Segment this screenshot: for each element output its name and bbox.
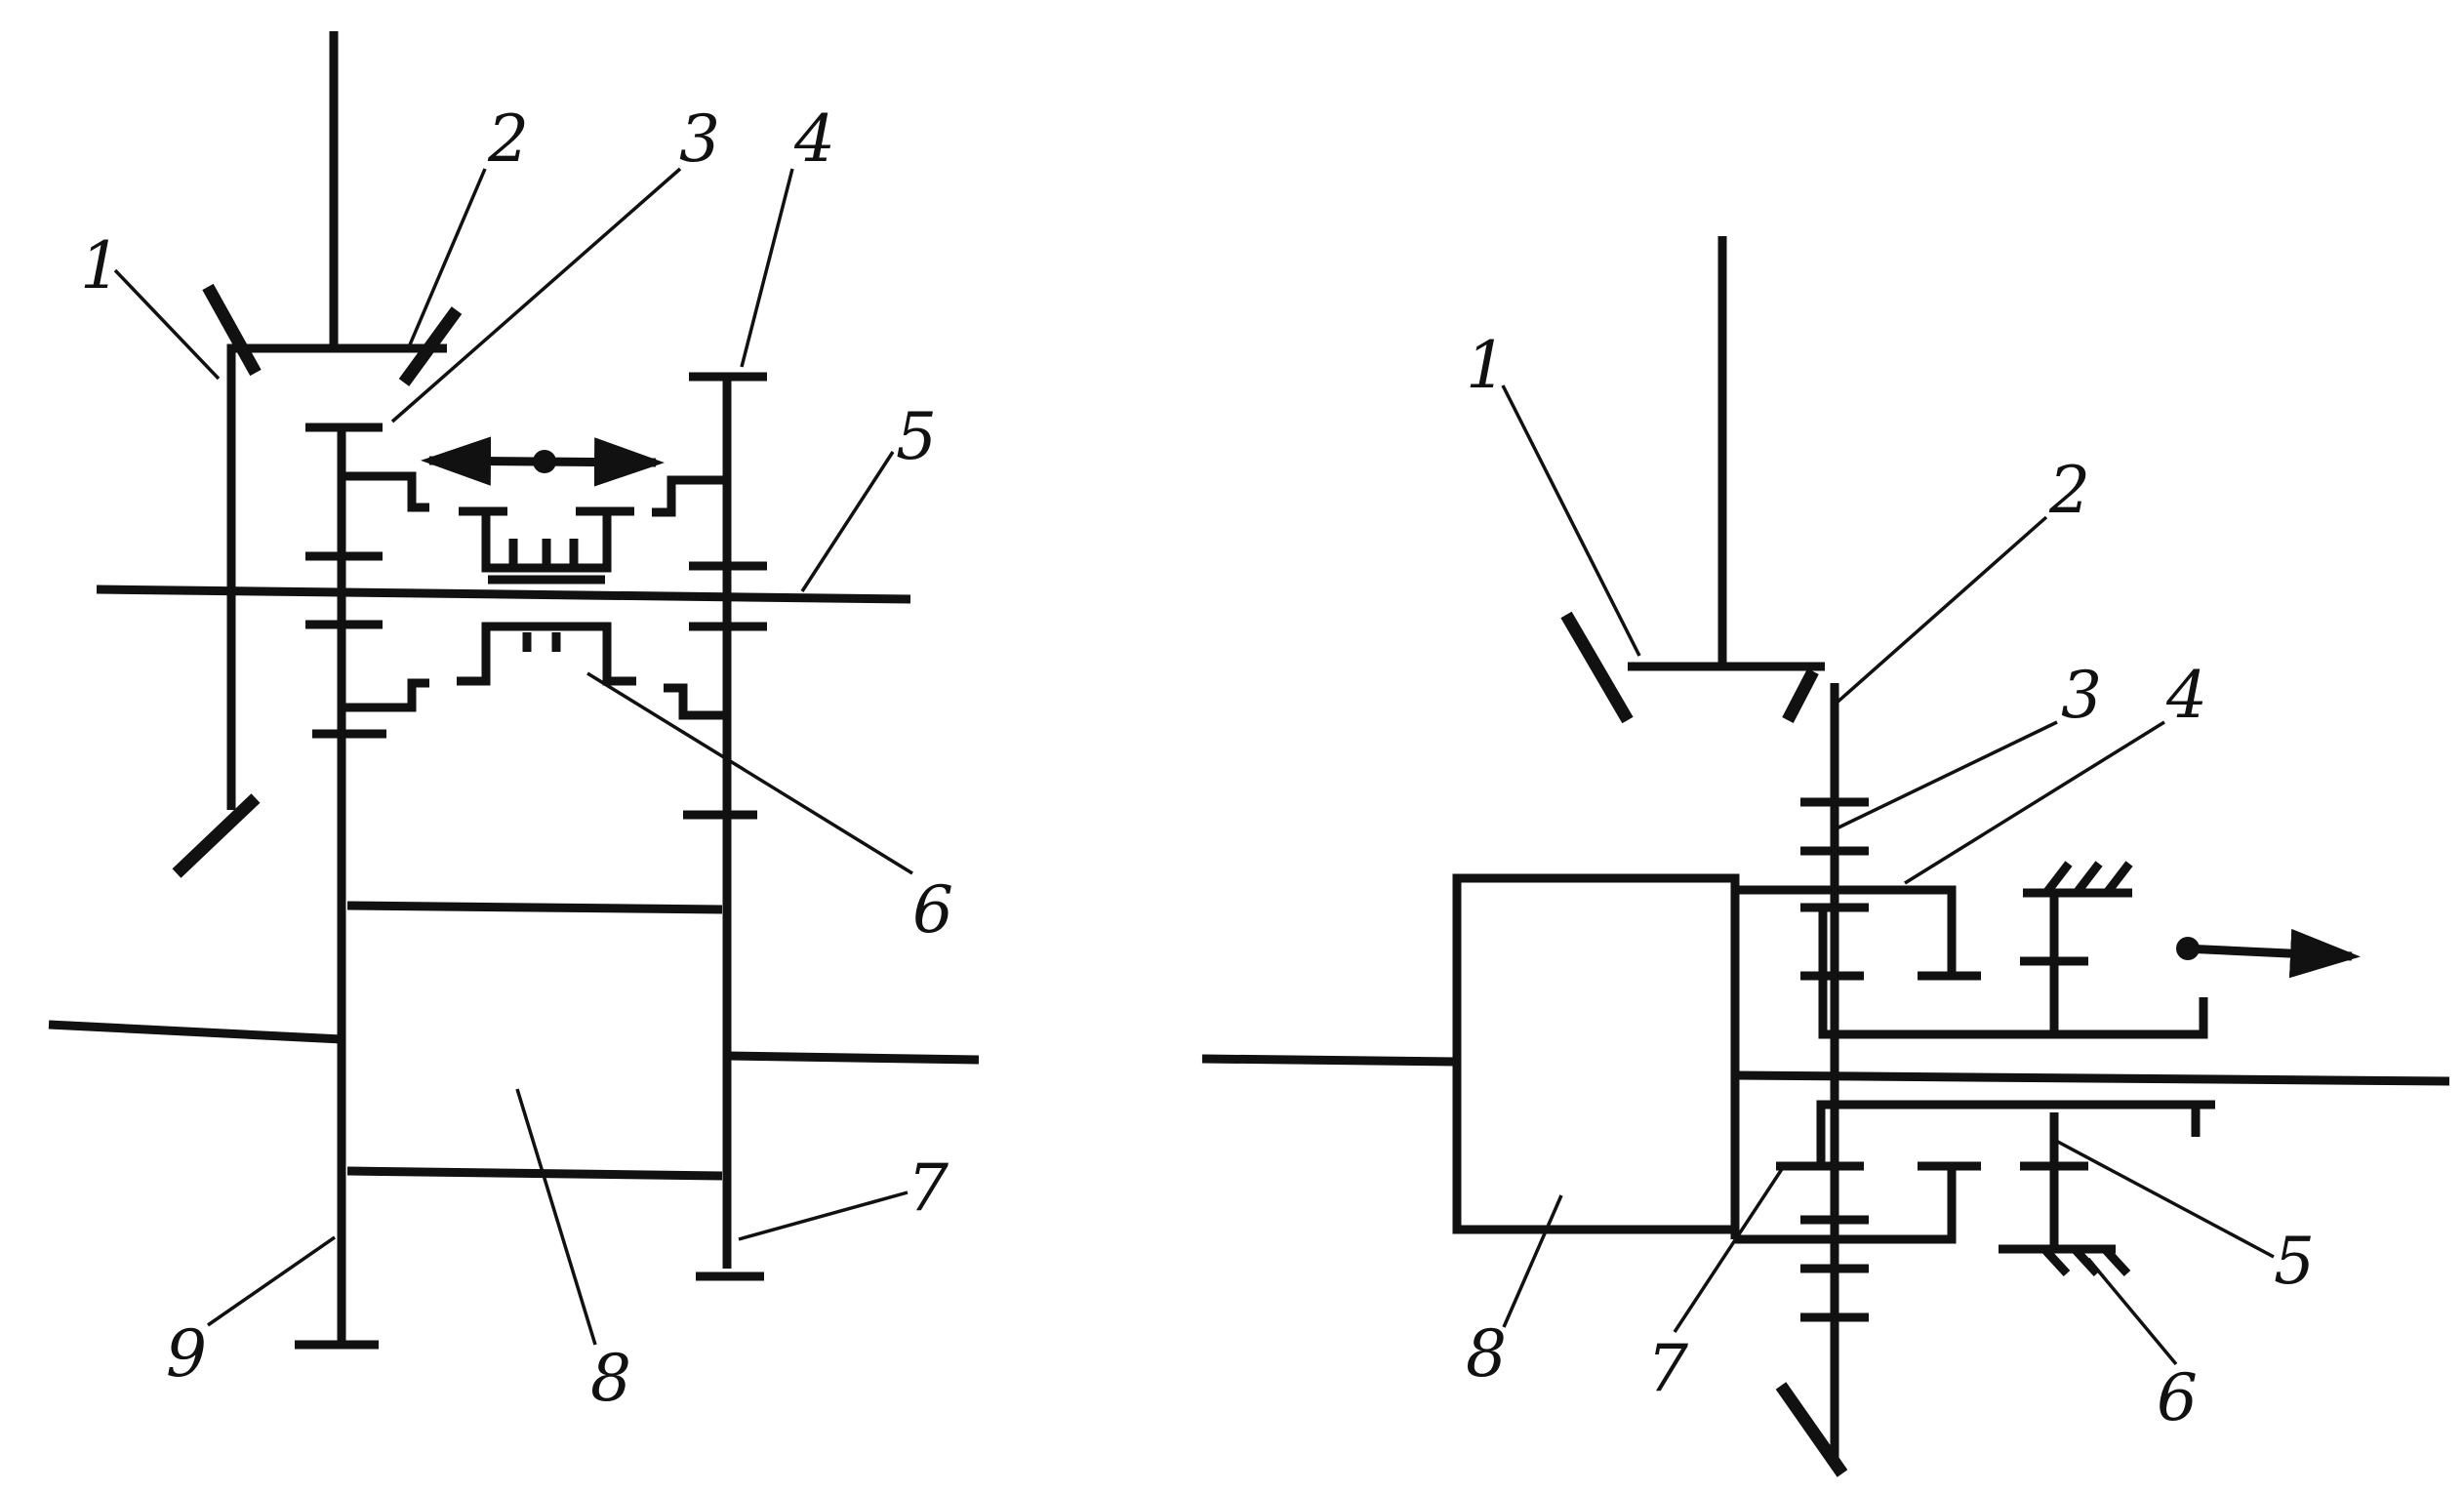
label-6-right: 6 — [2157, 1360, 2198, 1435]
main-shaft-5 — [96, 585, 911, 604]
label-5-right: 5 — [2274, 1224, 2315, 1299]
left-diagram: 1 2 3 4 5 6 7 8 9 — [48, 31, 980, 1416]
bevel-gear-frame — [226, 343, 447, 810]
label-4: 4 — [793, 101, 835, 177]
label-2: 2 — [487, 101, 529, 177]
label-9: 9 — [166, 1316, 207, 1392]
right-diagram: 1 2 3 4 5 6 7 8 — [1201, 236, 2450, 1477]
right-half-shaft — [726, 1051, 980, 1065]
label-1-right: 1 — [1466, 328, 1507, 403]
sleeve-5 — [1735, 1100, 2215, 1249]
left-leader-lines — [113, 167, 913, 1346]
output-shaft-right — [1734, 1070, 2450, 1086]
label-6: 6 — [912, 872, 953, 948]
upper-brake — [2020, 861, 2133, 1034]
gear-3-right — [1800, 797, 1869, 912]
bevel-gear-1 — [202, 283, 262, 377]
left-half-shaft — [48, 1020, 343, 1044]
left-half-shaft-right — [1201, 1054, 1458, 1067]
gear-4-carrier — [1735, 885, 2208, 1039]
differential-housing-8-right — [1452, 873, 1740, 1239]
gear-4 — [652, 372, 767, 1281]
label-8: 8 — [590, 1341, 631, 1416]
bevel-gear-2-right — [1782, 668, 1819, 723]
label-3: 3 — [679, 101, 720, 177]
right-leader-lines — [1501, 384, 2275, 1366]
bevel-gear-2 — [398, 306, 463, 386]
label-4-right: 4 — [2165, 658, 2207, 733]
gear-7-right — [1800, 1215, 1869, 1322]
label-3-right: 3 — [2061, 658, 2102, 733]
label-2-right: 2 — [2048, 453, 2090, 528]
label-7-right: 7 — [1647, 1331, 1688, 1406]
bevel-gear-lower — [172, 793, 261, 878]
label-5: 5 — [896, 399, 937, 474]
lower-brake-6 — [1999, 1244, 2131, 1277]
label-1: 1 — [80, 228, 121, 303]
label-8-right: 8 — [1466, 1316, 1507, 1392]
gear-3 — [305, 423, 429, 1347]
label-7: 7 — [908, 1150, 949, 1226]
bevel-gear-1-right — [1560, 611, 1634, 724]
output-direction-arrow — [2176, 928, 2361, 979]
shift-direction-arrow — [421, 436, 665, 487]
synchronizer-6 — [457, 506, 636, 686]
differential-housing-8 — [346, 901, 723, 1181]
bevel-gear-lower-right — [1775, 1382, 1848, 1477]
